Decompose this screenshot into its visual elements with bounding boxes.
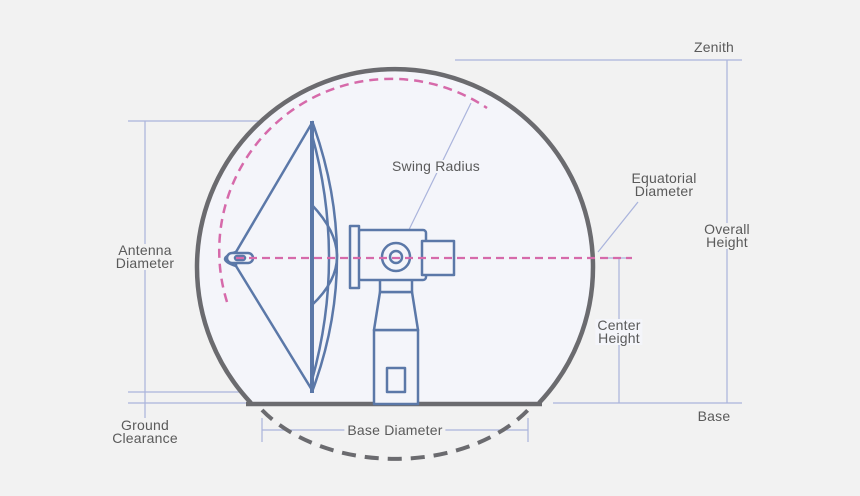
- equatorial-diameter-leader: [597, 201, 639, 253]
- zenith-label: Zenith: [693, 39, 735, 55]
- base-diameter-label: Base Diameter: [344, 423, 446, 437]
- dish-back-rib: [311, 204, 339, 306]
- radome-below-ground-dashed: [260, 408, 530, 461]
- center-height-label: Center Height: [595, 317, 643, 346]
- feed-strut-bottom: [234, 265, 314, 391]
- swing-radius-leader: [401, 102, 472, 245]
- swing-radius-label: Swing Radius: [390, 158, 482, 174]
- overall-height-label: Overall Height: [701, 222, 753, 249]
- pedestal-column: [372, 290, 420, 332]
- pedestal-hatch: [385, 366, 407, 394]
- swing-radius-arc: [217, 77, 488, 303]
- equatorial-diameter-label: Equatorial Diameter: [631, 170, 697, 199]
- leader-lines: [401, 102, 639, 253]
- base-label: Base: [697, 408, 731, 424]
- antenna-diameter-label: Antenna Diameter: [112, 243, 178, 270]
- feed-strut-top: [234, 122, 314, 253]
- ground-clearance-label: Ground Clearance: [109, 418, 181, 445]
